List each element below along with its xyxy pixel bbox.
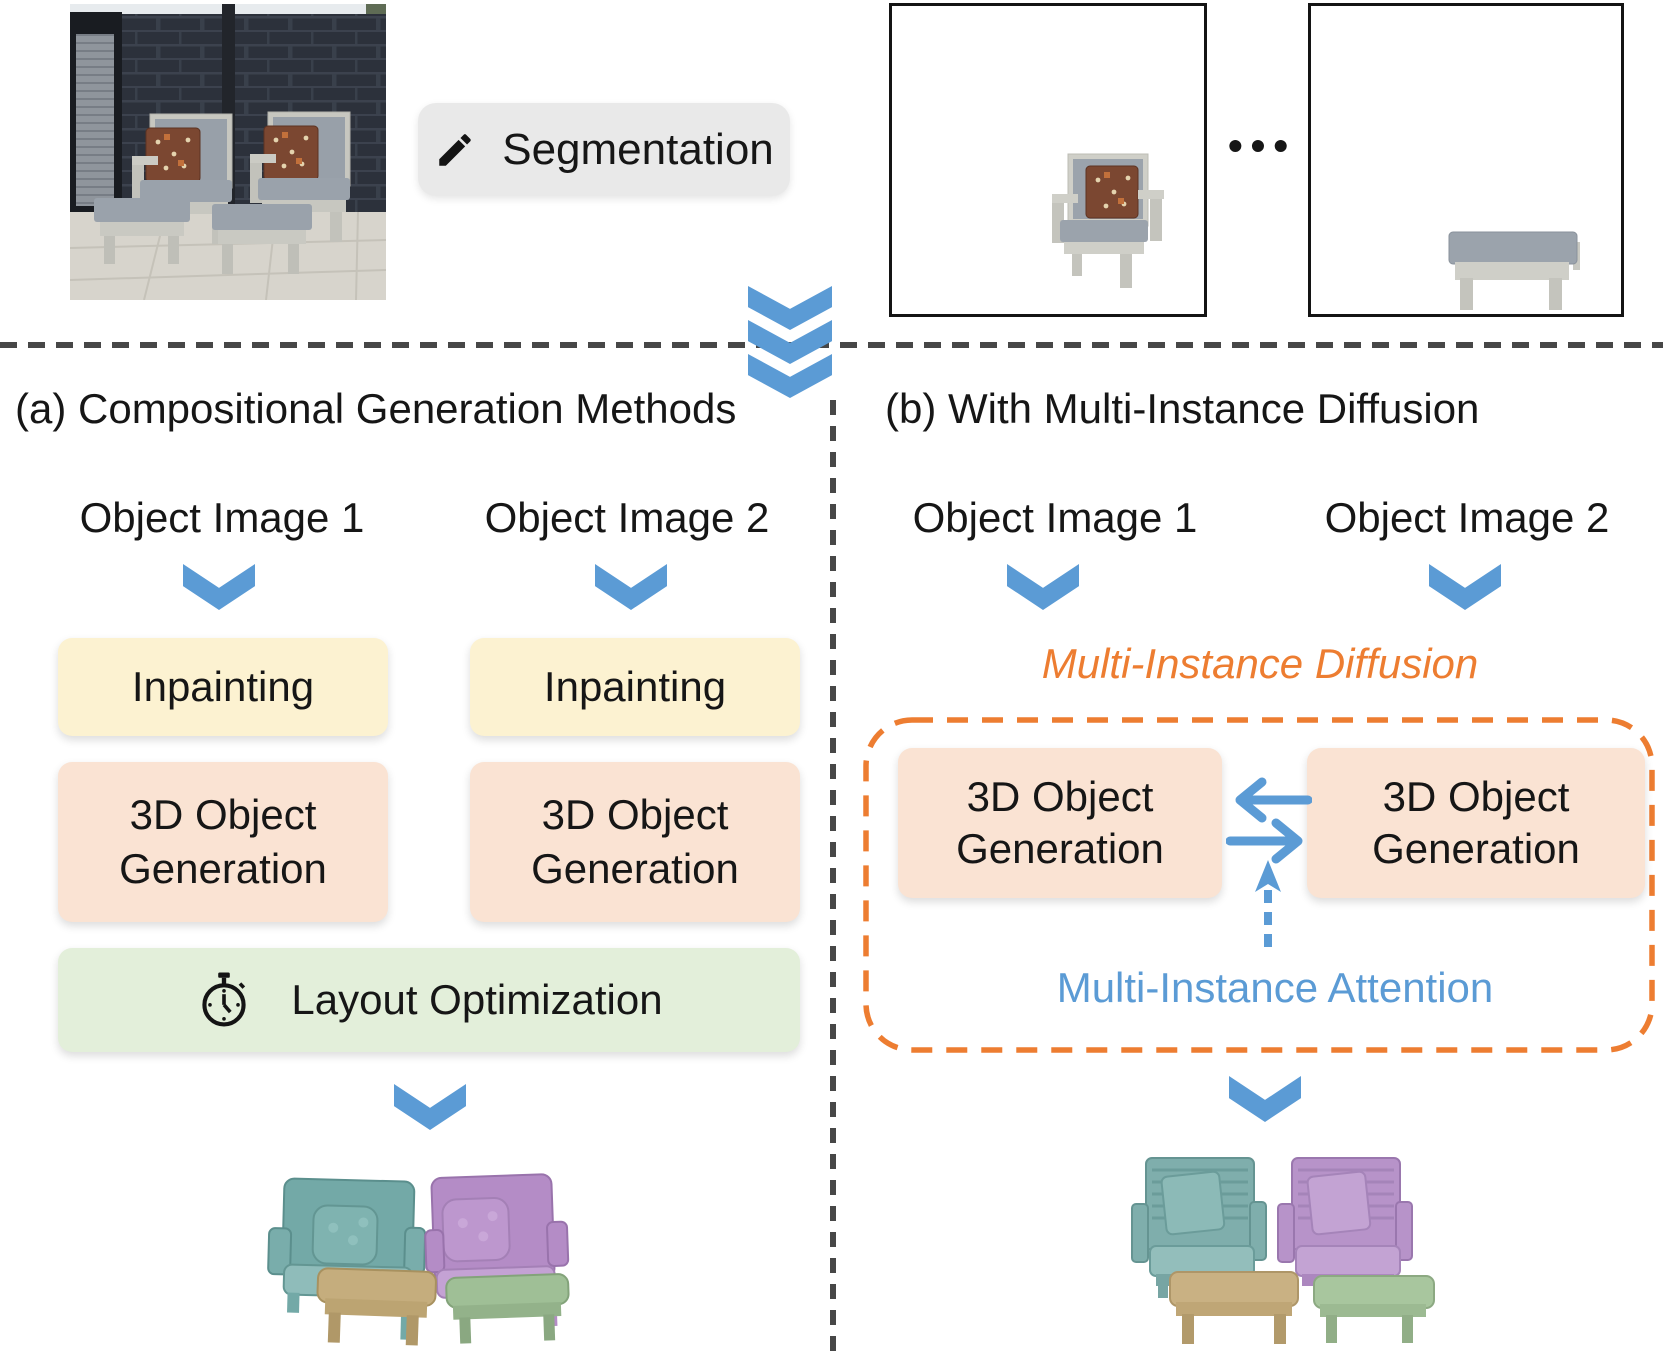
chevron-down-icon <box>748 286 832 330</box>
generation-label-line1: 3D Object <box>541 791 729 838</box>
section-a-title: (a) Compositional Generation Methods <box>15 385 737 432</box>
chevron-down-icon <box>394 1084 466 1130</box>
generation-label-line2: Generation <box>119 845 327 892</box>
result-a-purple-chair <box>424 1173 570 1327</box>
chevron-down-icon <box>1429 564 1501 610</box>
generation-label-line2: Generation <box>956 825 1164 872</box>
inpainting-box-1: Inpainting <box>58 638 388 736</box>
result-a-tan-ottoman <box>316 1267 437 1346</box>
object-image-2-label-b: Object Image 2 <box>1324 494 1610 541</box>
result-b-tan-ottoman <box>1169 1271 1299 1344</box>
generation-box-a1: 3D Object Generation <box>58 762 388 922</box>
photo-chair-left <box>132 113 233 244</box>
layout-optimization-box: Layout Optimization <box>58 948 800 1052</box>
chevron-down-icon <box>595 564 667 610</box>
generation-label-line2: Generation <box>531 845 739 892</box>
ellipsis-dots: ••• <box>1227 122 1297 169</box>
segmented-object-box-1 <box>889 3 1207 317</box>
pencil-icon <box>439 133 471 166</box>
multi-instance-attention-label: Multi-Instance Attention <box>1056 964 1494 1011</box>
object-image-1-label-a: Object Image 1 <box>79 494 365 541</box>
attention-arrow-icon <box>1255 860 1281 956</box>
horizontal-section-divider <box>0 342 1663 348</box>
exchange-arrows-icon <box>1226 777 1312 864</box>
inpainting-box-2: Inpainting <box>470 638 800 736</box>
stopwatch-icon <box>202 972 247 1027</box>
inpainting-label: Inpainting <box>131 663 315 710</box>
result-b-green-ottoman <box>1313 1275 1435 1343</box>
generation-box-b2: 3D Object Generation <box>1307 748 1645 898</box>
generation-label-line1: 3D Object <box>129 791 317 838</box>
generation-box-a2: 3D Object Generation <box>470 762 800 922</box>
photo-ottoman-right <box>212 204 312 274</box>
segmented-ottoman-image <box>1448 231 1580 310</box>
chevron-down-icon <box>1229 1076 1301 1122</box>
result-a-green-ottoman <box>445 1273 570 1344</box>
generation-label-line1: 3D Object <box>1382 773 1570 820</box>
patio-photo <box>70 4 386 300</box>
object-image-2-label-a: Object Image 2 <box>484 494 770 541</box>
triple-chevron-down-icon <box>748 286 832 398</box>
segmented-chair-image <box>1052 153 1164 288</box>
layout-optimization-label: Layout Optimization <box>291 976 663 1023</box>
chevron-down-icon <box>1007 564 1079 610</box>
multi-instance-diffusion-container <box>863 717 1655 1053</box>
segmented-object-box-2 <box>1308 3 1624 317</box>
multi-instance-diffusion-label: Multi-Instance Diffusion <box>1041 640 1479 687</box>
section-b-title: (b) With Multi-Instance Diffusion <box>885 385 1480 432</box>
inpainting-label: Inpainting <box>543 663 727 710</box>
vertical-section-divider <box>830 400 836 1352</box>
chevron-down-icon <box>183 564 255 610</box>
object-image-1-label-b: Object Image 1 <box>912 494 1198 541</box>
segmentation-label: Segmentation <box>502 124 774 174</box>
result-image-b <box>1131 1157 1435 1344</box>
generation-box-b1: 3D Object Generation <box>898 748 1222 898</box>
result-image-a <box>267 1173 570 1346</box>
generation-label-line1: 3D Object <box>966 773 1154 820</box>
generation-label-line2: Generation <box>1372 825 1580 872</box>
photo-ottoman-left <box>94 198 190 264</box>
segmentation-pill: Segmentation <box>418 103 790 196</box>
